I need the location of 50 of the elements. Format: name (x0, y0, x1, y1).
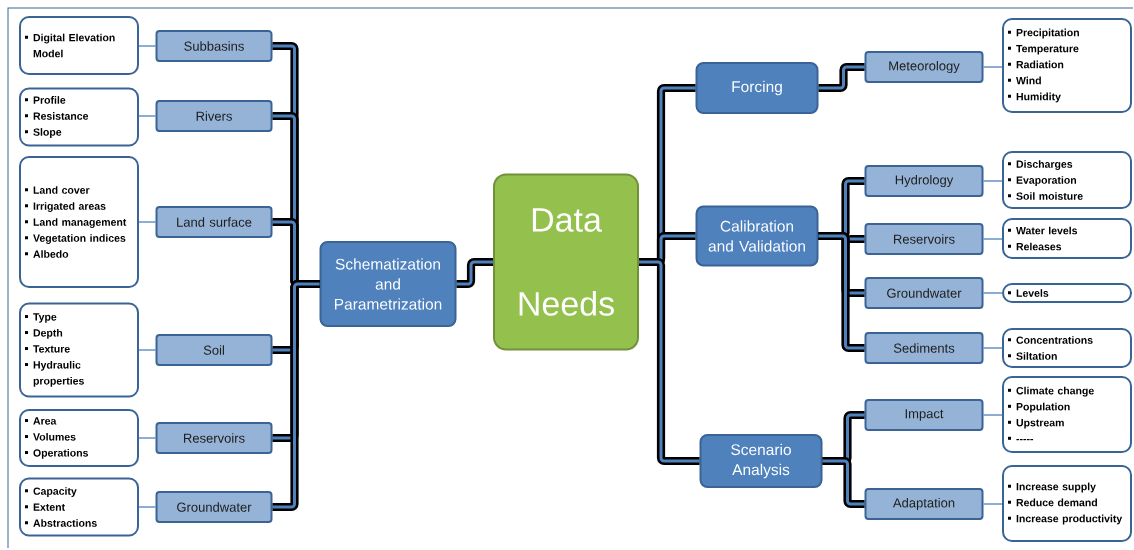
list-box: Climate change Population Upstream ----- (1002, 376, 1132, 453)
branch-connector (818, 231, 865, 353)
branch-connector (272, 279, 320, 512)
list-box: Increase supply Reduce demand Increase productivity (1002, 465, 1132, 542)
connector-line (138, 437, 157, 439)
category-box: Hydrology (864, 165, 984, 197)
connector-line (982, 503, 1003, 505)
list-box: Levels (1002, 283, 1132, 303)
topic-box: Data Needs (493, 173, 639, 351)
group-box: Scenario Analysis (699, 434, 823, 488)
category-box: Groundwater (155, 491, 273, 523)
connector-line (138, 45, 157, 47)
connector-line (982, 347, 1003, 349)
list-box: Concentrations Siltation (1002, 328, 1132, 368)
connector-line (138, 115, 157, 117)
category-box: Meteorology (864, 51, 984, 83)
branch-connector (456, 257, 493, 289)
list-box: Type Depth Texture Hydraulic properties (19, 302, 139, 398)
category-box: Groundwater (864, 277, 984, 309)
category-box: Land surface (155, 206, 273, 238)
list-box: Water levels Releases (1002, 218, 1132, 259)
category-box: Soil (155, 334, 273, 366)
category-box: Reservoirs (155, 422, 273, 454)
branch-connector (639, 257, 700, 466)
list-box: Land cover Irrigated areas Land management Vegetation indices Albedo (19, 156, 139, 288)
branch-connector (822, 456, 865, 509)
category-box: Subbasins (155, 30, 273, 62)
connector-line (982, 66, 1003, 68)
category-box: Rivers (155, 100, 273, 132)
list-box: Precipitation Temperature Radiation Wind Humidity (1002, 18, 1132, 113)
group-box: Forcing (695, 62, 819, 114)
category-box: Impact (864, 399, 984, 431)
list-box: Digital Elevation Model (19, 16, 139, 75)
connector-line (138, 506, 157, 508)
category-box: Sediments (864, 332, 984, 364)
list-box: Discharges Evaporation Soil moisture (1002, 151, 1132, 209)
connector-line (138, 221, 157, 223)
group-box: Schematization and Parametrization (319, 241, 457, 327)
list-box: Capacity Extent Abstractions (19, 477, 139, 537)
category-box: Reservoirs (864, 223, 984, 255)
group-box: Calibration and Validation (695, 205, 819, 267)
connector-line (982, 238, 1003, 240)
connector-line (982, 292, 1003, 294)
list-box: Profile Resistance Slope (19, 87, 139, 147)
connector-line (982, 414, 1003, 416)
connector-line (982, 180, 1003, 182)
list-box: Area Volumes Operations (19, 409, 139, 467)
connector-line (138, 349, 157, 351)
branch-connector (818, 62, 865, 93)
category-box: Adaptation (864, 488, 984, 520)
